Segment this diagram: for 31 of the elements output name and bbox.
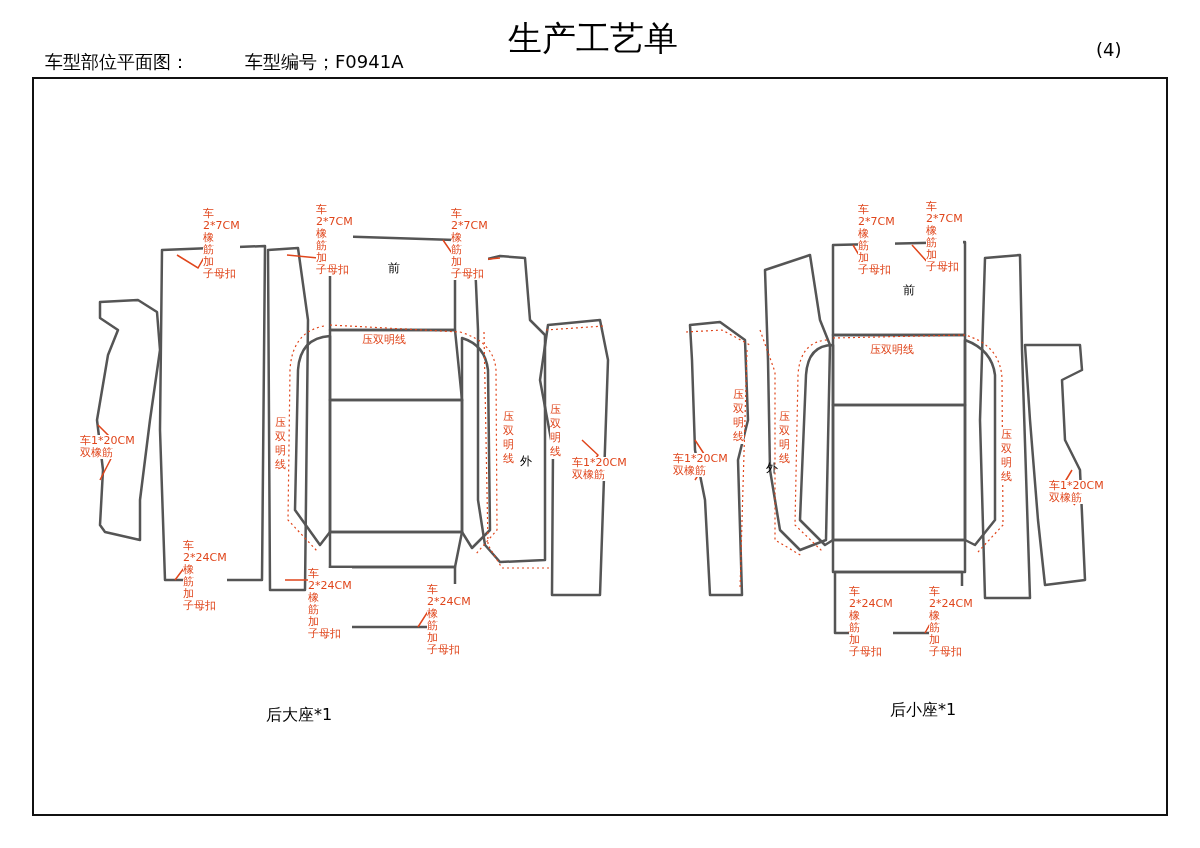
sewing-note: 车1*20CM双橡筋 — [572, 457, 627, 481]
side-label: 前 — [388, 262, 400, 276]
sewing-note: 压双明线 — [733, 388, 744, 444]
sheet-title: 生产工艺单 — [508, 20, 678, 58]
header-text: 车型部位平面图： — [45, 52, 189, 72]
sewing-note: 车1*20CM双橡筋 — [80, 435, 135, 459]
sewing-note: 压双明线 — [275, 416, 286, 472]
sewing-note: 车2*7CM橡筋加子母扣 — [316, 204, 353, 276]
sewing-note: 压双明线 — [779, 410, 790, 466]
piece-caption: 后小座*1 — [890, 701, 957, 719]
model-number: 车型编号；F0941A — [245, 52, 404, 72]
sewing-note: 压双明线 — [550, 403, 561, 459]
side-label: 外 — [520, 455, 532, 469]
sewing-note: 车2*24CM橡筋加子母扣 — [849, 586, 893, 658]
piece-caption: 后大座*1 — [266, 706, 333, 724]
sewing-note: 车2*24CM橡筋加子母扣 — [308, 568, 352, 640]
sewing-note: 车2*24CM橡筋加子母扣 — [183, 540, 227, 612]
sewing-note: 车2*24CM橡筋加子母扣 — [427, 584, 471, 656]
sewing-note: 压双明线 — [1001, 428, 1012, 484]
sewing-note: 车1*20CM双橡筋 — [1049, 480, 1104, 504]
page-number: (4) — [1096, 40, 1122, 60]
sewing-note: 压双明线 — [870, 344, 914, 356]
sewing-note: 压双明线 — [503, 410, 514, 466]
sewing-note: 车2*7CM橡筋加子母扣 — [858, 204, 895, 276]
sewing-note: 车2*7CM橡筋加子母扣 — [203, 208, 240, 280]
side-label: 前 — [903, 284, 915, 298]
sewing-note: 车2*7CM橡筋加子母扣 — [926, 201, 963, 273]
sewing-note: 车1*20CM双橡筋 — [673, 453, 728, 477]
sewing-note: 车2*24CM橡筋加子母扣 — [929, 586, 973, 658]
sewing-note: 车2*7CM橡筋加子母扣 — [451, 208, 488, 280]
sewing-note: 压双明线 — [362, 334, 406, 346]
